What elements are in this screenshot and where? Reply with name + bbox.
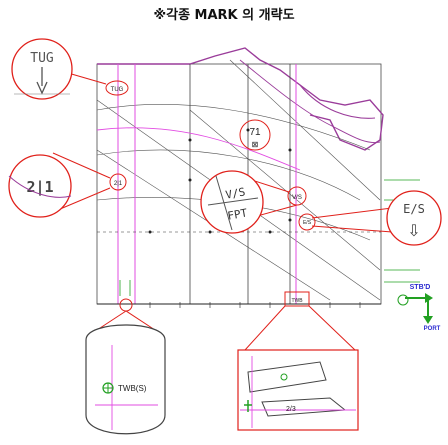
callout-twb-a — [96, 310, 127, 331]
vs-callout: V/S FPT — [200, 170, 264, 234]
twb-callout-frame — [85, 324, 166, 435]
es-callout: E/S ⇩ — [386, 190, 442, 246]
detail-callout: 2/3 — [237, 349, 359, 431]
baseline-ticks — [149, 302, 361, 308]
twb-callout: TWB(S) — [85, 324, 166, 435]
tug-small-text: TUG — [111, 87, 124, 93]
frame-dots — [148, 128, 292, 234]
detail-callout-box — [237, 349, 359, 431]
arrow-down-icon — [36, 81, 48, 95]
frame-line-4 — [96, 149, 361, 201]
vs-callout-bottom: FPT — [226, 206, 248, 222]
port-label: PORT — [424, 326, 441, 332]
callout-es-b — [311, 225, 393, 233]
detail-small-box — [284, 291, 310, 307]
hull-drawing — [96, 47, 433, 324]
vs-small-text: V/S — [292, 195, 302, 201]
frame-line-6 — [189, 109, 381, 271]
frame-line-3 — [96, 104, 371, 151]
vs-callout-top: V/S — [224, 185, 246, 201]
es-small-text: E/S — [303, 220, 312, 226]
draft-callout: 2|1 — [8, 154, 72, 218]
stbd-label: STB'D — [410, 284, 431, 291]
es-callout-text: E/S — [403, 202, 425, 216]
hull-inner-curve-2 — [239, 59, 381, 143]
stbd-port-marker — [397, 293, 433, 324]
twb-small-text: TWB — [291, 298, 303, 304]
magenta-curve — [96, 127, 301, 171]
draft-callout-circle — [8, 154, 72, 218]
hull-inner-curve — [299, 84, 376, 119]
tug-callout-text: TUG — [30, 51, 54, 66]
num71-circle — [239, 119, 271, 151]
num71-symbol: ⊠ — [252, 140, 259, 149]
page-title: ※각종 MARK 의 개략도 — [153, 8, 295, 23]
detail-shape-upper — [247, 361, 327, 393]
es-arrow-icon: ⇩ — [407, 223, 420, 240]
callout-detail-a — [244, 305, 286, 351]
draft-callout-text: 2|1 — [26, 178, 53, 197]
callout-tug — [67, 72, 107, 85]
drawing-small-marks: TUG 2|1 71 ⊠ V/S E/S TWB — [105, 80, 316, 312]
twb-callout-text: TWB(S) — [118, 384, 147, 393]
detail-mark-text: 2/3 — [286, 406, 296, 413]
num71-text: 71 — [249, 127, 261, 138]
frame-line-7 — [229, 59, 381, 201]
callout-twb-b — [125, 310, 156, 331]
tug-small-circle — [105, 80, 129, 96]
callout-detail-b — [308, 305, 356, 351]
es-callout-circle — [386, 190, 442, 246]
twb-small-circle — [119, 298, 133, 312]
draft-small-text: 2|1 — [114, 181, 123, 187]
tug-callout: TUG — [11, 38, 73, 100]
draft-small-circle — [109, 173, 127, 191]
callout-es-a — [311, 207, 393, 219]
callout-draft-a — [52, 152, 111, 179]
es-small-circle — [298, 213, 316, 231]
hull-upper-curve — [97, 47, 384, 151]
